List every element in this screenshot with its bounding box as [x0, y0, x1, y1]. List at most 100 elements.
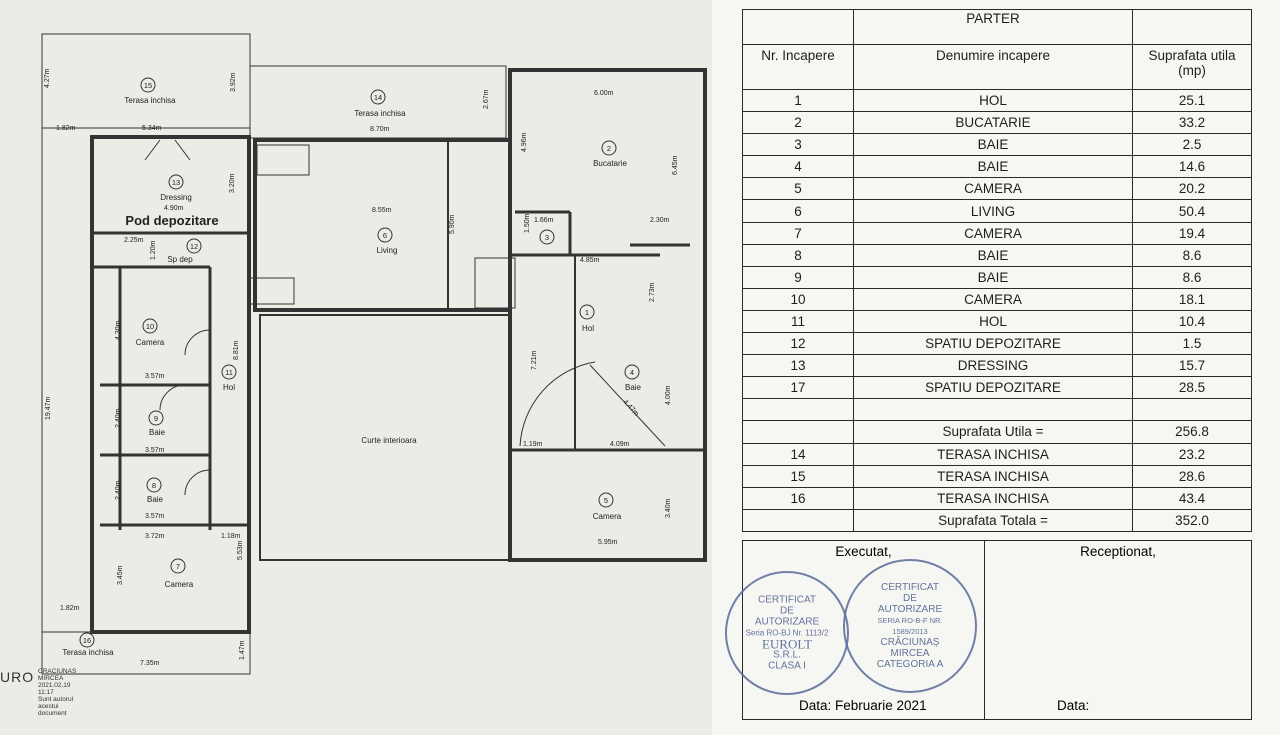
cell-name: BAIE: [853, 265, 1133, 289]
dimension-label: 5.95m: [598, 539, 618, 546]
room-name-16: Terasa inchisa: [62, 648, 114, 657]
dimension-label: 2.67m: [483, 89, 490, 109]
dimension-label: 4.30m: [115, 320, 122, 340]
cell-nr: 14: [742, 442, 854, 466]
dimension-label: 3.57m: [145, 447, 165, 454]
total-label: Suprafata Totala =: [853, 508, 1133, 532]
room-name-6: Living: [377, 246, 398, 255]
room-num-8: 8: [152, 481, 156, 490]
cell-name: HOL: [853, 88, 1133, 113]
cell-area: 8.6: [1132, 243, 1252, 267]
header-name: Denumire incapere: [853, 44, 1133, 90]
cell-name: BAIE: [853, 133, 1133, 157]
cell-nr: 17: [742, 376, 854, 400]
dimension-label: 6.00m: [594, 90, 614, 97]
dimension-label: 1.19m: [523, 441, 543, 448]
dimension-label: 7.35m: [140, 660, 160, 667]
cell-nr: 3: [742, 133, 854, 157]
room-name-1: Hol: [582, 324, 594, 333]
executat-label: Executat,: [835, 544, 892, 559]
cell-name: DRESSING: [853, 354, 1133, 378]
cell-area: 25.1: [1132, 88, 1252, 113]
designer-stamp: CERTIFICAT DE AUTORIZARE SERIA RO-B-F NR…: [843, 559, 977, 693]
room-name-9: Baie: [149, 428, 166, 437]
cell-name: BAIE: [853, 155, 1133, 179]
room-num-10: 10: [146, 322, 154, 331]
dimension-label: 8.55m: [372, 207, 392, 214]
dimension-label: 2.25m: [124, 237, 144, 244]
dimension-label: 1.66m: [534, 217, 554, 224]
cell-area: 2.5: [1132, 133, 1252, 157]
room-num-12: 12: [190, 242, 198, 251]
authorization-stamp: CERTIFICAT DE AUTORIZARE Seria RO-BJ Nr.…: [725, 571, 849, 695]
header-area: Suprafata utila (mp): [1132, 44, 1252, 90]
header-nr: Nr. Incapere: [742, 44, 854, 90]
cell-nr: 7: [742, 221, 854, 245]
cell-nr: 10: [742, 287, 854, 311]
cell-area: 28.6: [1132, 464, 1252, 488]
room-name-13: Dressing: [160, 193, 192, 202]
dimension-label: 4.90m: [164, 205, 184, 212]
room-name-12: Sp dep: [167, 255, 193, 264]
floor-plan-drawing: 15 Terasa inchisa 14 Terasa inchisa 2 Bu…: [41, 33, 707, 675]
dimension-label: 3.72m: [145, 533, 165, 540]
room-name-15: Terasa inchisa: [124, 96, 176, 105]
dimension-label: 2.73m: [649, 282, 656, 302]
dimension-label: 2.30m: [650, 217, 670, 224]
cell-area: 18.1: [1132, 287, 1252, 311]
cell-area: 8.6: [1132, 265, 1252, 289]
dimension-label: 19.47m: [45, 396, 52, 420]
cell-area: 28.5: [1132, 376, 1252, 400]
cell-area: 1.5: [1132, 332, 1252, 356]
cell-name: SPATIU DEPOZITARE: [853, 332, 1133, 356]
dimension-label: 4.47m: [622, 399, 640, 418]
cell-name: TERASA INCHISA: [853, 486, 1133, 510]
dimension-label: 4.27m: [44, 68, 51, 88]
company-logo: URO: [0, 669, 35, 685]
digital-signature-block: CRACIUNAS MIRCEA 2021.02.19 11:17 Sunt a…: [38, 668, 77, 717]
living-walls: [253, 138, 512, 312]
right-block-walls: [508, 68, 707, 562]
cell-area: 19.4: [1132, 221, 1252, 245]
dimension-label: 5.90m: [449, 214, 456, 234]
room-num-1: 1: [585, 308, 589, 317]
cell-area: 20.2: [1132, 177, 1252, 201]
cell-nr: 8: [742, 243, 854, 267]
room-num-9: 9: [154, 414, 158, 423]
dimension-label: 3.92m: [230, 72, 237, 92]
dimension-label: 1.82m: [60, 605, 80, 612]
dimension-label: 8.81m: [233, 340, 240, 360]
executat-column: Executat, CERTIFICAT DE AUTORIZARE Seria…: [725, 541, 985, 719]
room-num-2: 2: [607, 144, 611, 153]
room-name-5: Camera: [593, 512, 622, 521]
dimension-label: 3.40m: [665, 498, 672, 518]
cell-name: SPATIU DEPOZITARE: [853, 376, 1133, 400]
room-num-3: 3: [545, 233, 549, 242]
cell-nr: 6: [742, 199, 854, 223]
dimension-label: 1.20m: [150, 240, 157, 260]
room-name-2: Bucatarie: [593, 159, 627, 168]
cell-nr: 9: [742, 265, 854, 289]
subtotal-label: Suprafata Utila =: [853, 420, 1133, 444]
courtyard-label: Curte interioara: [361, 436, 417, 445]
cell-name: TERASA INCHISA: [853, 442, 1133, 466]
dimension-label: 4.96m: [521, 132, 528, 152]
cell-area: 33.2: [1132, 111, 1252, 135]
room-num-7: 7: [176, 562, 180, 571]
dimension-label: 5.34m: [142, 125, 162, 132]
cell-nr: 11: [742, 309, 854, 334]
receptionat-column: Receptionat, Data:: [985, 541, 1251, 719]
signoff-block: Executat, CERTIFICAT DE AUTORIZARE Seria…: [725, 540, 1252, 720]
executat-date: Data: Februarie 2021: [799, 698, 927, 713]
dimension-label: 4.09m: [610, 441, 630, 448]
